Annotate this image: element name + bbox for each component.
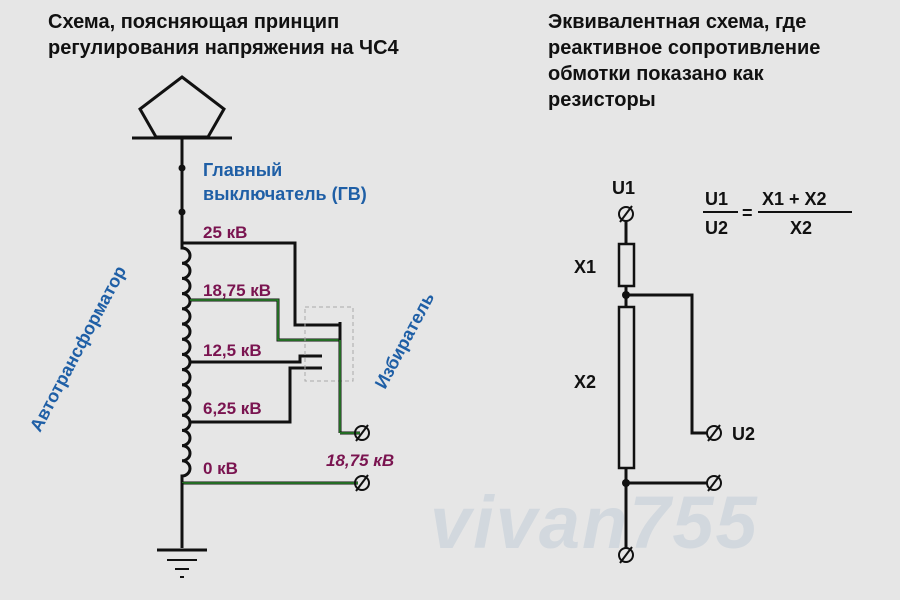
tap-label-0kv: 0 кВ (203, 459, 238, 478)
main-switch-label-line-2: выключатель (ГВ) (203, 184, 367, 204)
right-title-line-2: реактивное сопротивление (548, 37, 820, 59)
u2-label: U2 (732, 424, 755, 444)
right-title-line-4: резисторы (548, 89, 656, 111)
terminal-icon (706, 424, 722, 442)
selector-switch (304, 306, 360, 435)
x1-label: X1 (574, 257, 596, 277)
formula-right-numerator: X1 + X2 (762, 189, 827, 209)
formula-equals: = (742, 203, 753, 223)
ratio-formula: U1 U2 = X1 + X2 X2 (703, 189, 852, 238)
terminal-icon (354, 424, 370, 442)
terminal-icon (706, 474, 722, 492)
left-title-line-1: Схема, поясняющая принцип (48, 11, 339, 33)
formula-right-denominator: X2 (790, 218, 812, 238)
formula-left-numerator: U1 (705, 189, 728, 209)
terminal-icon (618, 546, 634, 564)
left-title-line-2: регулирования напряжения на ЧС4 (48, 37, 400, 59)
tap-label-6-25kv: 6,25 кВ (203, 399, 262, 418)
main-switch-contact-bottom (178, 208, 186, 216)
tap-label-12-5kv: 12,5 кВ (203, 341, 262, 360)
main-switch-label-line-1: Главный (203, 160, 282, 180)
pantograph-icon (132, 75, 232, 140)
resistor-x1 (617, 242, 636, 288)
terminal-icon (618, 205, 634, 223)
terminal-icon (354, 474, 370, 492)
watermark: vivan755 (430, 481, 759, 564)
tap-wires (180, 241, 358, 548)
right-title-line-1: Эквивалентная схема, где (548, 11, 806, 33)
selector-label: Избиратель (371, 289, 438, 392)
x2-label: X2 (574, 372, 596, 392)
formula-left-denominator: U2 (705, 218, 728, 238)
autotransformer-label: Автотрансформатор (26, 263, 130, 435)
u1-label: U1 (612, 178, 635, 198)
main-switch-contact-top (178, 164, 186, 172)
tap-label-18-75kv: 18,75 кВ (203, 281, 271, 300)
ground-icon (157, 548, 207, 578)
right-title-line-3: обмотки показано как (548, 63, 765, 85)
resistor-x2 (617, 305, 636, 470)
tap-label-25kv: 25 кВ (203, 223, 247, 242)
coil-icon (180, 243, 192, 483)
output-voltage-label: 18,75 кВ (326, 451, 394, 470)
